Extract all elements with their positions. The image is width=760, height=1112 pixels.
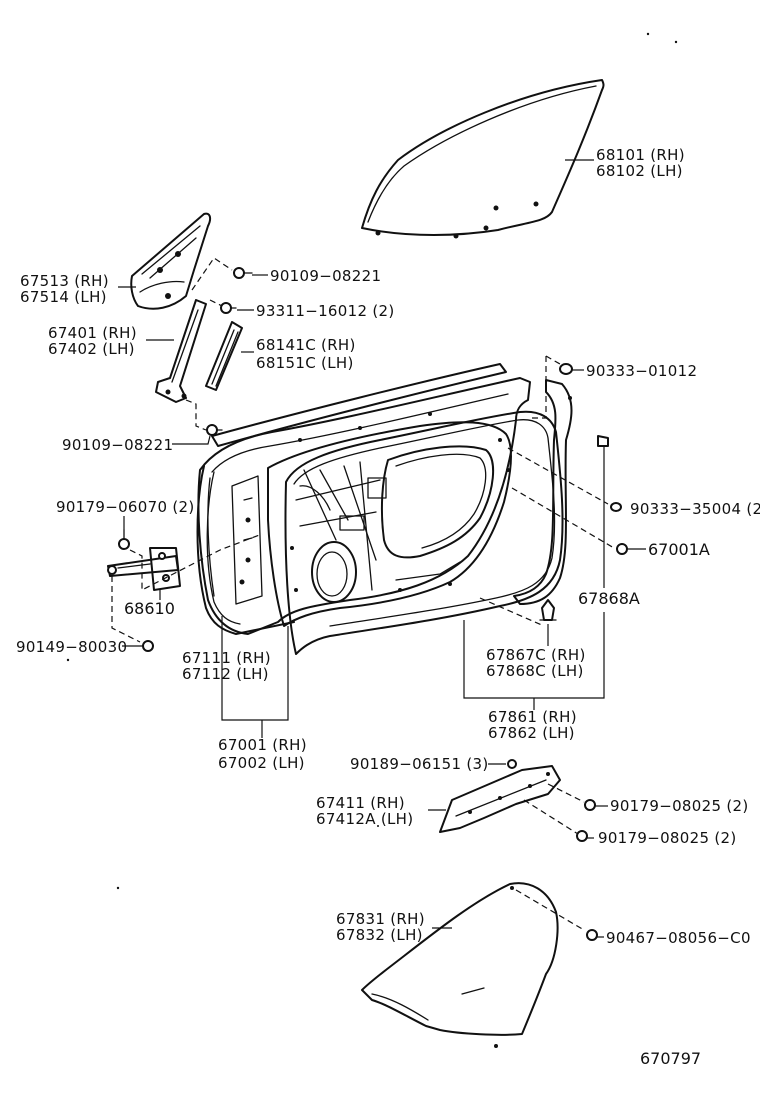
weatherstrip-clip[interactable] <box>539 599 557 621</box>
label-67112: 67112 (LH) <box>182 665 269 683</box>
label-90109-a: 90109−08221 <box>270 267 381 285</box>
label-68102: 68102 (LH) <box>596 162 683 180</box>
label-68151c: 68151C (LH) <box>256 354 354 372</box>
bolt-icon <box>584 799 596 811</box>
label-67861: 67861 (RH) <box>488 708 577 726</box>
label-90333-a: 90333−01012 <box>586 362 697 380</box>
label-90467: 90467−08056−C0 <box>606 929 751 947</box>
door-reinforcement[interactable] <box>439 765 561 833</box>
door-frame-seal[interactable] <box>196 465 295 635</box>
label-67001: 67001 (RH) <box>218 736 307 754</box>
label-67401: 67401 (RH) <box>48 324 137 342</box>
label-90189: 90189−06151 (3) <box>350 755 489 773</box>
service-hole-cover[interactable] <box>361 882 559 1048</box>
label-68610: 68610 <box>124 599 175 618</box>
clip-icon <box>597 435 609 447</box>
label-67411: 67411 (RH) <box>316 794 405 812</box>
label-90179-c: 90179−08025 (2) <box>598 829 737 847</box>
dash-68610 <box>129 533 263 591</box>
clip-icon <box>616 543 628 555</box>
dash-67867 <box>479 597 545 627</box>
dash-90333a <box>532 356 547 419</box>
label-67867c: 67867C (RH) <box>486 646 586 664</box>
clip-icon <box>559 363 573 375</box>
label-67002: 67002 (LH) <box>218 754 305 772</box>
clip-icon <box>610 502 622 512</box>
label-67111: 67111 (RH) <box>182 649 271 667</box>
door-hinge[interactable] <box>107 547 181 591</box>
label-93311: 93311−16012 (2) <box>256 302 395 320</box>
dash-67401-screw <box>185 399 207 431</box>
figure-number: 670797 <box>640 1049 701 1068</box>
label-67862: 67862 (LH) <box>488 724 575 742</box>
label-67868c: 67868C (LH) <box>486 662 584 680</box>
front-corner-piece[interactable] <box>130 212 212 310</box>
bolt-icon <box>507 759 517 769</box>
dash-90149 <box>111 576 141 643</box>
label-67402: 67402 (LH) <box>48 340 135 358</box>
leader-90109b <box>172 435 211 445</box>
label-90333-b: 90333−35004 (2) <box>630 500 760 518</box>
rear-seal[interactable] <box>513 379 573 605</box>
label-67513: 67513 (RH) <box>20 272 109 290</box>
glass-run-strip[interactable] <box>205 321 243 391</box>
door-panel[interactable] <box>197 363 531 635</box>
dash-90333a-b <box>545 355 561 365</box>
bolt-icon <box>118 529 130 550</box>
label-90179-a: 90179−06070 (2) <box>56 498 195 516</box>
screw-icon <box>233 267 253 279</box>
label-67514: 67514 (LH) <box>20 288 107 306</box>
label-90179-b: 90179−08025 (2) <box>610 797 749 815</box>
dash-90333b <box>507 447 609 505</box>
door-glass[interactable] <box>361 79 605 239</box>
bracket-67001 <box>221 616 289 721</box>
bolt-icon <box>576 830 588 842</box>
dash-90179c <box>523 799 579 835</box>
label-67832: 67832 (LH) <box>336 926 423 944</box>
bolt-icon <box>142 640 154 652</box>
dash-90179b <box>547 783 585 803</box>
dash-67513-screw <box>191 257 233 291</box>
label-90149: 90149−80030 <box>16 638 127 656</box>
label-68141c: 68141C (RH) <box>256 336 356 354</box>
door-weatherstrip[interactable] <box>284 410 564 655</box>
label-90109-b: 90109−08221 <box>62 436 173 454</box>
label-67868a: 67868A <box>578 589 640 608</box>
dash-90467 <box>515 889 585 931</box>
dash-93311 <box>209 299 223 307</box>
division-bar[interactable] <box>155 299 207 403</box>
clip-icon <box>586 929 598 941</box>
label-68101: 68101 (RH) <box>596 146 685 164</box>
label-67412a: 67412A (LH) <box>316 810 413 828</box>
screw-icon <box>220 302 237 314</box>
label-67831: 67831 (RH) <box>336 910 425 928</box>
label-67001a: 67001A <box>648 540 710 559</box>
